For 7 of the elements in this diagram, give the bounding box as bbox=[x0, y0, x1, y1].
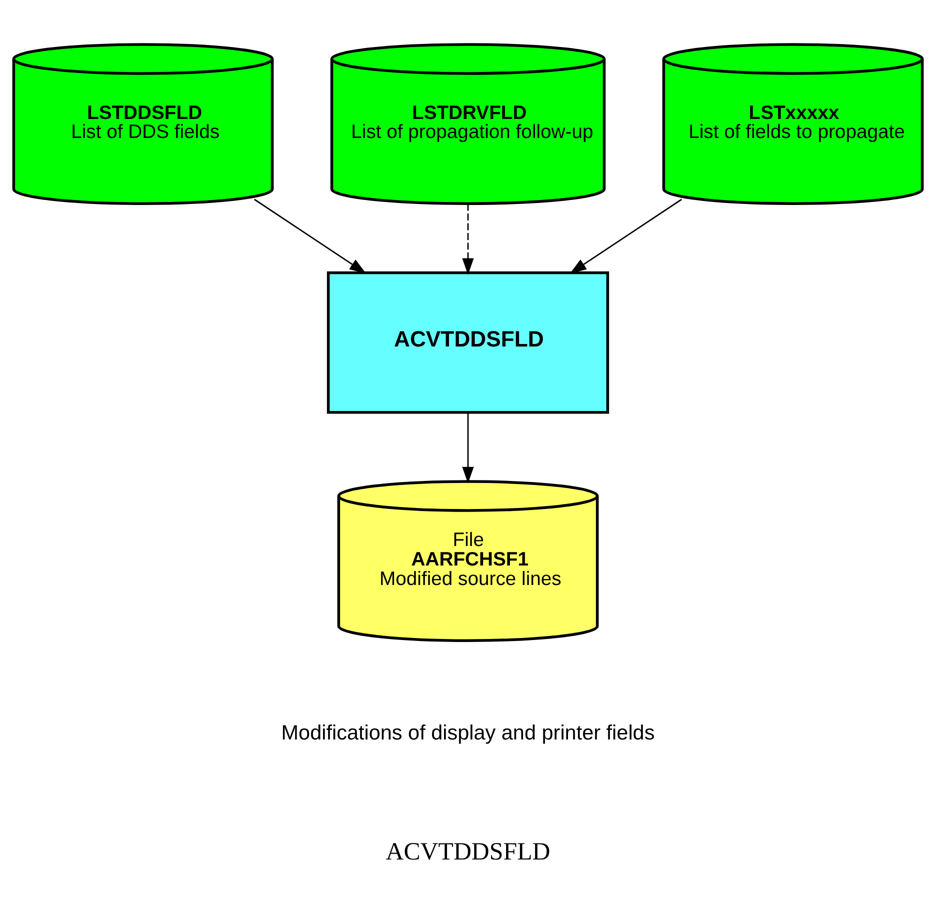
label: Modifications of display and printer fields bbox=[281, 720, 655, 744]
arrow bbox=[254, 198, 366, 274]
arrow bbox=[462, 412, 474, 483]
label: ACVTDDSFLD bbox=[386, 838, 550, 866]
node-box: ACVTDDSFLD bbox=[326, 270, 610, 414]
arrow bbox=[462, 203, 474, 274]
arrow bbox=[570, 198, 682, 274]
